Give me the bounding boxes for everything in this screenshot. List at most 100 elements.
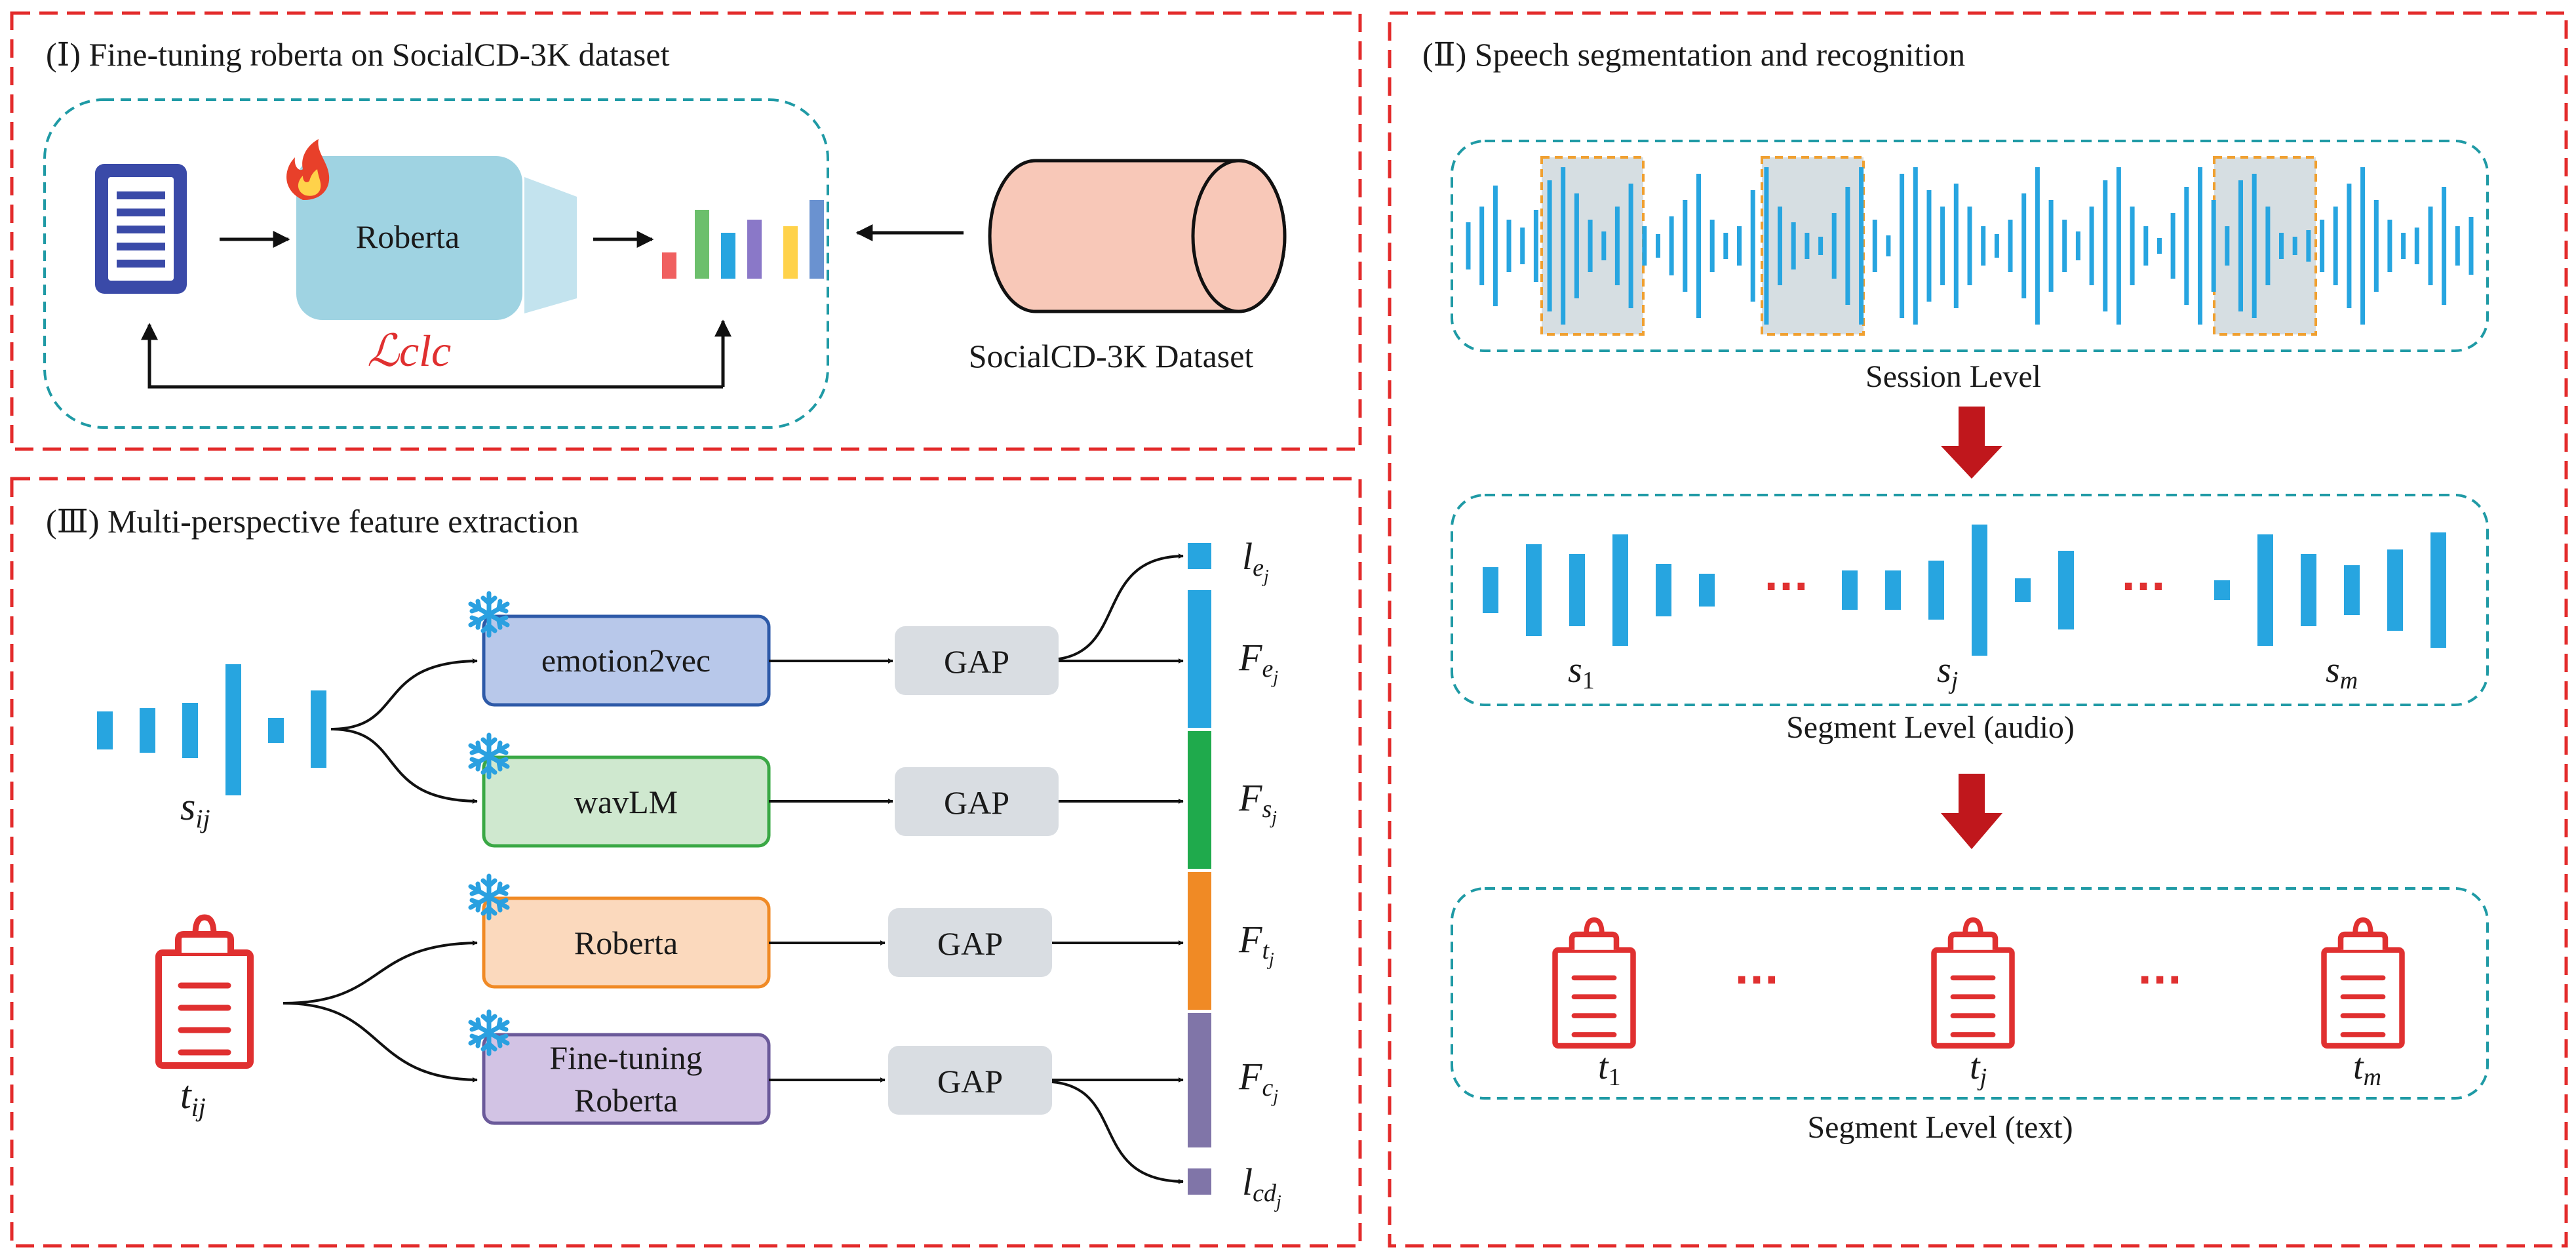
wavlm-label: wavLM bbox=[574, 784, 678, 820]
gap-label-3: GAP bbox=[937, 925, 1003, 962]
feature-lcd-square bbox=[1188, 1168, 1211, 1195]
database-cylinder-icon bbox=[988, 159, 1287, 313]
waveform-bar bbox=[1588, 220, 1593, 272]
panel-1-frame bbox=[10, 11, 1362, 451]
panel-3-title: (Ⅲ) Multi-perspective feature extraction bbox=[46, 503, 579, 540]
waveform-bar bbox=[1940, 207, 1945, 285]
segment-bar bbox=[1569, 554, 1585, 626]
waveform-bar bbox=[1900, 174, 1905, 318]
text-label-tm: tm bbox=[2353, 1046, 2381, 1091]
branch-tij-to-roberta bbox=[283, 940, 478, 1005]
waveform-bar bbox=[1533, 210, 1538, 282]
segment-bar bbox=[1885, 570, 1901, 610]
tij-label: tij bbox=[180, 1073, 206, 1122]
label-fs: Fsj bbox=[1238, 776, 1277, 828]
emotion2vec-label: emotion2vec bbox=[541, 642, 711, 679]
roberta-encoder-label: Roberta bbox=[574, 925, 678, 961]
branch-sij-to-wavlm bbox=[330, 728, 478, 804]
gap-label-4: GAP bbox=[937, 1063, 1003, 1100]
loss-feedback-line bbox=[141, 323, 723, 389]
waveform-bar bbox=[1574, 193, 1579, 298]
waveform-bar bbox=[1926, 190, 1932, 302]
waveform-bar bbox=[2035, 167, 2040, 325]
waveform-bar bbox=[2130, 207, 2135, 285]
waveform-bar bbox=[1493, 186, 1498, 306]
feature-fc-bar bbox=[1188, 1013, 1211, 1147]
waveform-bar bbox=[1805, 233, 1810, 259]
waveform-bar bbox=[2333, 207, 2338, 285]
waveform-bar bbox=[2089, 207, 2094, 285]
segment-bar bbox=[2257, 534, 2273, 646]
clipboard-icon bbox=[1555, 920, 1633, 1046]
waveform-bar bbox=[1614, 207, 1620, 285]
waveform-bar bbox=[1601, 231, 1607, 260]
label-fe: Fej bbox=[1238, 636, 1278, 688]
fire-icon bbox=[286, 139, 330, 201]
down-arrow-1 bbox=[1941, 407, 2002, 479]
waveform-bar bbox=[2469, 217, 2474, 275]
waveform-bar bbox=[2211, 200, 2216, 292]
waveform-bar bbox=[2184, 187, 2189, 305]
segment-bar bbox=[2301, 554, 2316, 626]
audio-label-s1: s1 bbox=[1568, 650, 1595, 694]
panel-1-title: (Ⅰ) Fine-tuning roberta on SocialCD-3K d… bbox=[46, 36, 670, 73]
audio-label-sj: sj bbox=[1937, 650, 1958, 694]
waveform-bar bbox=[2170, 213, 2176, 279]
session-waveform bbox=[1466, 167, 2474, 325]
segment-bar bbox=[2214, 580, 2230, 600]
waveform-bar bbox=[1750, 190, 1755, 302]
waveform-bar bbox=[1709, 220, 1715, 272]
waveform-bar bbox=[2265, 207, 2271, 285]
finetune-group-box bbox=[43, 98, 829, 429]
label-le: lej bbox=[1242, 535, 1269, 587]
waveform-bar bbox=[2021, 193, 2027, 298]
audio-ellipsis-1: ··· bbox=[1764, 564, 1808, 610]
arrow-gap1-to-le bbox=[1058, 553, 1184, 660]
segment-waveform bbox=[1483, 525, 2446, 656]
segment-bar bbox=[1972, 525, 1987, 656]
waveform-bar bbox=[1913, 167, 1918, 325]
segment-bar bbox=[1612, 534, 1628, 646]
panel-2-frame bbox=[1388, 11, 2568, 1248]
waveform-bar bbox=[2442, 187, 2447, 305]
segment-text-label: Segment Level (text) bbox=[1807, 1110, 2073, 1145]
text-label-t1: t1 bbox=[1598, 1046, 1621, 1091]
waveform-bar bbox=[1967, 207, 1972, 285]
waveform-bar bbox=[2455, 226, 2460, 266]
waveform-bar bbox=[1778, 207, 1782, 285]
waveform-bar bbox=[2414, 228, 2419, 264]
waveform-bar bbox=[1994, 234, 1999, 258]
gap-block-4 bbox=[888, 1046, 1052, 1115]
waveform-bar bbox=[2143, 226, 2149, 266]
down-arrow-2 bbox=[1941, 774, 2002, 849]
waveform-bar bbox=[2387, 220, 2392, 272]
waveform-bar bbox=[1642, 226, 1647, 266]
waveform-bar bbox=[2048, 200, 2054, 292]
segment-bar bbox=[2058, 551, 2074, 629]
segment-audio-label: Segment Level (audio) bbox=[1786, 710, 2075, 745]
logits-bars bbox=[662, 200, 824, 279]
clipboard-icon bbox=[2324, 920, 2402, 1046]
waveform-bar bbox=[1791, 222, 1796, 269]
waveform-bar bbox=[2157, 238, 2162, 254]
gap-label-2: GAP bbox=[944, 784, 1009, 821]
waveform-bar bbox=[2198, 167, 2202, 325]
text-label-tj: tj bbox=[1970, 1046, 1987, 1091]
segment-audio-box bbox=[1451, 494, 2489, 706]
segment-bar bbox=[1526, 544, 1542, 636]
waveform-bar bbox=[1723, 233, 1728, 259]
waveform-bar bbox=[1628, 184, 1633, 308]
segment-bar bbox=[2430, 532, 2446, 648]
sij-waveform bbox=[97, 664, 326, 795]
sij-label: sij bbox=[180, 785, 210, 833]
session-level-box bbox=[1451, 140, 2489, 352]
branch-tij-to-finetune bbox=[283, 1002, 478, 1083]
segment-bar bbox=[2344, 565, 2360, 615]
feature-fs-bar bbox=[1188, 731, 1211, 869]
clipboard-icon bbox=[159, 917, 250, 1066]
segment-bar bbox=[1656, 564, 1671, 616]
waveform-bar bbox=[1859, 167, 1864, 325]
waveform-bar bbox=[2306, 230, 2311, 262]
gap-block-2 bbox=[895, 767, 1059, 836]
waveform-bar bbox=[1953, 184, 1959, 308]
